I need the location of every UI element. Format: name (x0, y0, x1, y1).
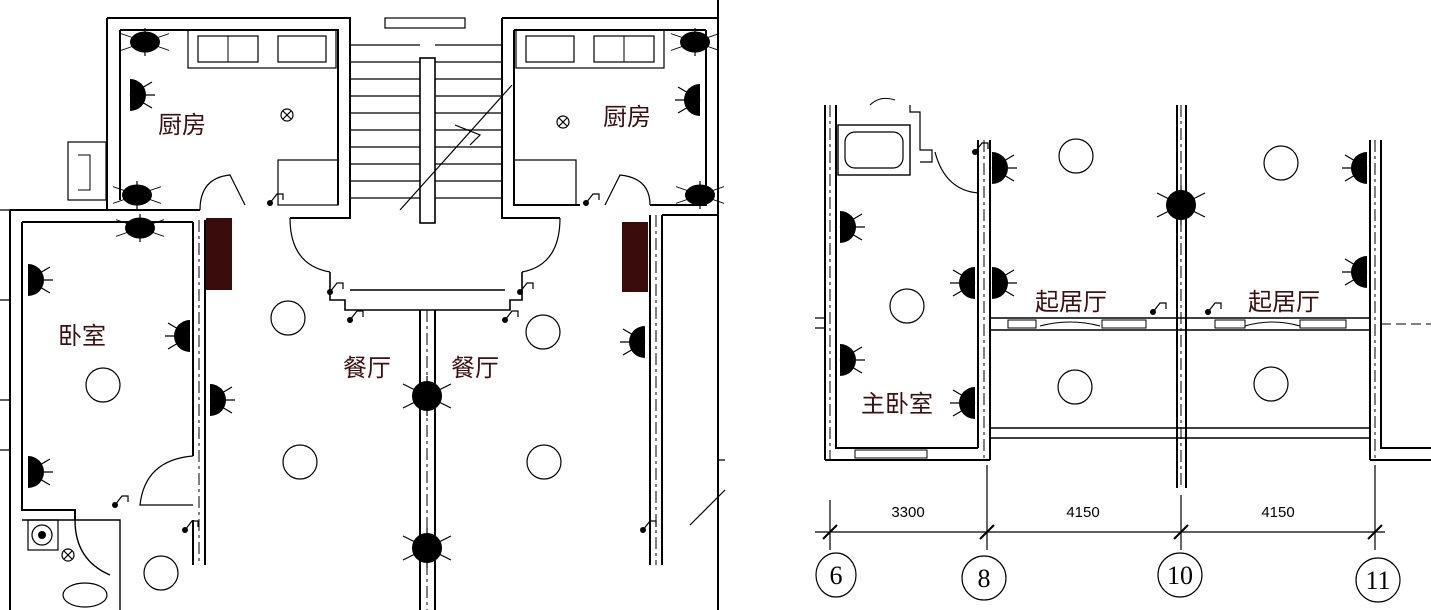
wall-lamp-icon (991, 151, 1018, 185)
toilet (62, 582, 108, 608)
room-label-living-left: 起居厅 (1035, 288, 1107, 316)
ceiling-light-icon (1058, 138, 1094, 174)
bedroom-walls (9, 209, 206, 610)
bedroom-window (854, 449, 928, 459)
wall-lamp-icon (164, 319, 191, 353)
right-floor-plan (815, 97, 1431, 603)
switch-icon (346, 310, 364, 324)
ceiling-light-icon (525, 314, 561, 350)
ceiling-light-icon (85, 367, 121, 403)
bathtub (837, 124, 911, 176)
kitchen-counter-left (187, 29, 337, 69)
exhaust-fan-icon (61, 548, 75, 562)
ceiling-light-icon (270, 300, 306, 336)
ceiling-light-icon (1253, 366, 1289, 402)
wall-lamp-icon (670, 27, 720, 57)
wall-lamp-icon (619, 325, 646, 359)
wall-lamp-icon (839, 343, 866, 377)
switch-icon (582, 193, 600, 207)
axis-11-wall (1369, 140, 1431, 461)
switch-icon (181, 520, 199, 534)
stove-right (513, 159, 577, 206)
ceiling-light-icon (1057, 369, 1093, 405)
dimension-label: 3300 (891, 504, 924, 521)
landing-door-arcs (199, 174, 651, 273)
bathroom-walls (22, 519, 121, 610)
switch-icon (501, 310, 519, 324)
wall-lamp-icon (839, 210, 866, 244)
washbasin (27, 519, 59, 551)
dining-right-wall (649, 214, 718, 565)
wall-lamp-icon (27, 455, 54, 489)
room-label-dining-right: 餐厅 (451, 354, 499, 382)
switch-icon (111, 495, 129, 509)
axis-label-11: 11 (1365, 566, 1390, 595)
switch-icon (1204, 302, 1222, 316)
wall-lamp-icon (1341, 151, 1368, 185)
wall-lamp-icon (674, 83, 701, 117)
axis-bubble-11 (1355, 557, 1401, 603)
exhaust-fan-icon (556, 115, 570, 129)
room-label-master-bedroom: 主卧室 (861, 390, 933, 418)
axis-label-6: 6 (830, 561, 843, 590)
left-floor-plan (0, 0, 726, 610)
dimension-line (815, 465, 1385, 550)
axis-10-wall (1176, 105, 1187, 488)
wall-lamp-icon (949, 266, 976, 300)
stair-landing (329, 272, 523, 311)
wall-lamp-icon (402, 527, 452, 569)
room-label-kitchen-right: 厨房 (603, 103, 651, 131)
wall-lamp-icon (949, 386, 976, 420)
room-label-living-right: 起居厅 (1248, 288, 1320, 316)
wall-lamp-icon (120, 27, 170, 57)
wall-lamp-icon (27, 263, 54, 297)
exhaust-fan-icon (280, 108, 294, 122)
wall-lamp-icon (1341, 255, 1368, 289)
ceiling-light-icon (1263, 145, 1299, 181)
dimension-label: 4150 (1261, 504, 1294, 521)
stove-left (277, 159, 339, 206)
switch-icon (1149, 302, 1167, 316)
switch-icon (266, 193, 284, 207)
switch-icon (516, 282, 534, 296)
column-left (206, 218, 232, 290)
room-label-dining-left: 餐厅 (343, 354, 391, 382)
axis-label-8: 8 (978, 564, 991, 593)
master-bedroom-west-wall (824, 105, 990, 461)
wall-lamp-icon (991, 266, 1018, 300)
axis-bubble-8 (961, 555, 1007, 601)
bath-door (934, 151, 979, 194)
wall-lamp-icon (129, 78, 156, 112)
ceiling-light-icon (526, 444, 562, 480)
balcony-stub (67, 141, 107, 201)
wall-lamp-icon (1156, 184, 1206, 226)
axis-label-10: 10 (1167, 561, 1193, 590)
axis-bubble-10 (1157, 552, 1203, 598)
room-label-bedroom: 卧室 (58, 322, 106, 350)
dimension-label: 4150 (1066, 504, 1099, 521)
balcony (990, 317, 1370, 439)
ceiling-light-icon (282, 444, 318, 480)
staircase (350, 17, 513, 224)
switch-icon (639, 520, 657, 534)
switch-icon (971, 142, 989, 156)
axis-bubble-6 (815, 552, 857, 598)
wall-lamp-icon (115, 213, 165, 243)
bedroom-door (139, 455, 194, 506)
wall-lamp-icon (402, 375, 452, 417)
column-right (622, 222, 648, 292)
ceiling-light-icon (889, 288, 925, 324)
ceiling-light-icon (143, 555, 179, 591)
kitchen-counter-right (515, 29, 665, 69)
wall-lamp-icon (209, 383, 236, 417)
axis-8-wall (977, 140, 991, 460)
room-label-kitchen-left: 厨房 (158, 111, 206, 139)
